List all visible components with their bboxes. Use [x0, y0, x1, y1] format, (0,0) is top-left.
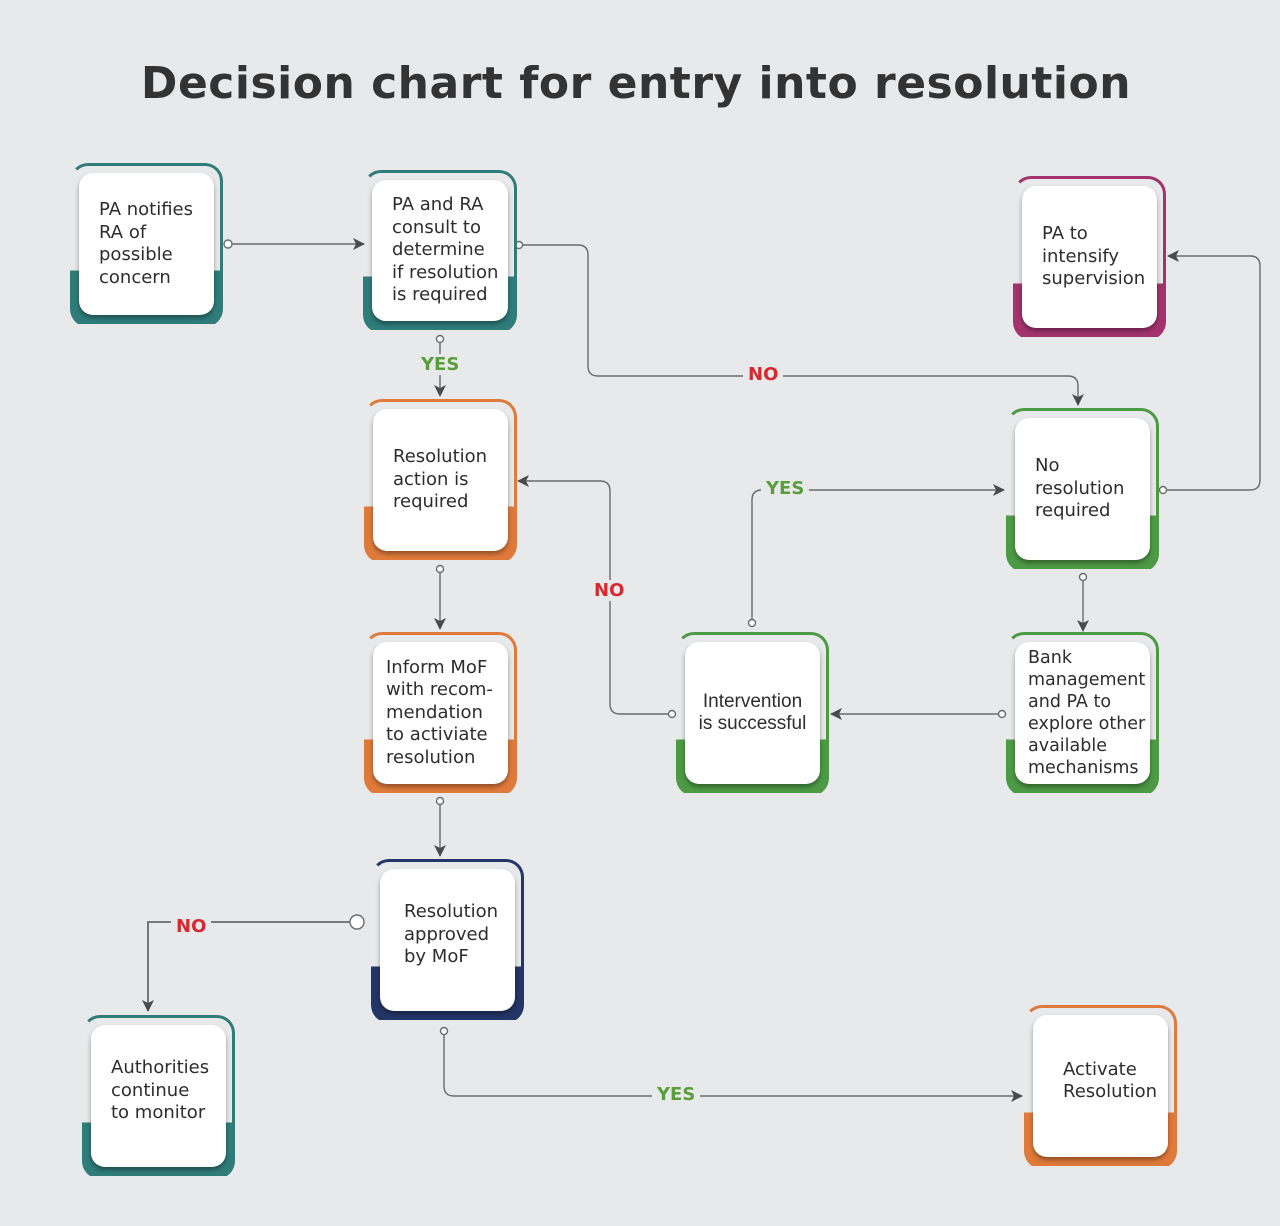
node-pa-notifies: PA notifies RA of possible concern — [70, 163, 223, 327]
node-pa-ra-consult: PA and RA consult to determine if resolu… — [363, 170, 517, 333]
edge-consult-to-no-resolution — [519, 244, 1084, 406]
edge-label-no: NO — [743, 364, 784, 385]
node-label: Inform MoF with recom- mendation to acti… — [386, 656, 493, 768]
edge-label-no: NO — [171, 916, 212, 937]
edge-label-yes: YES — [416, 354, 465, 375]
node-intervention: Intervention is successful — [676, 632, 829, 796]
edge-intervention-to-no-resolution — [751, 484, 1005, 622]
node-label: PA to intensify supervision — [1042, 223, 1146, 290]
node-resolution-required: Resolution action is required — [364, 399, 517, 563]
node-pa-intensify: PA to intensify supervision — [1013, 176, 1166, 340]
diagram-title: Decision chart for entry into resolution — [140, 58, 1132, 109]
edge-label-yes: YES — [761, 478, 810, 499]
node-inform-mof: Inform MoF with recom- mendation to acti… — [364, 632, 517, 796]
edge-no-resolution-to-intensify — [1163, 250, 1261, 491]
edge-approved-to-activate — [443, 1031, 1023, 1102]
node-label: No resolution required — [1035, 455, 1125, 522]
edge-label-no: NO — [589, 580, 630, 601]
node-label: Activate Resolution — [1063, 1058, 1158, 1103]
node-bank-management: Bank management and PA to explore other … — [1006, 632, 1159, 796]
edge-approved-to-monitor — [142, 921, 351, 1012]
node-approved-mof: Resolution approved by MoF — [371, 859, 524, 1023]
node-label: Authorities continue to monitor — [111, 1057, 210, 1124]
node-label: Intervention is successful — [698, 690, 807, 735]
node-no-resolution: No resolution required — [1006, 408, 1159, 572]
node-label: PA and RA consult to determine if resolu… — [392, 194, 499, 306]
node-label: Bank management and PA to explore other … — [1028, 648, 1146, 778]
node-label: Resolution action is required — [393, 446, 488, 513]
node-authorities-monitor: Authorities continue to monitor — [82, 1015, 235, 1179]
node-label: Resolution approved by MoF — [404, 901, 499, 968]
edge-label-yes: YES — [652, 1084, 701, 1105]
node-activate-resolution: Activate Resolution — [1024, 1005, 1177, 1169]
node-label: PA notifies RA of possible concern — [99, 199, 194, 288]
